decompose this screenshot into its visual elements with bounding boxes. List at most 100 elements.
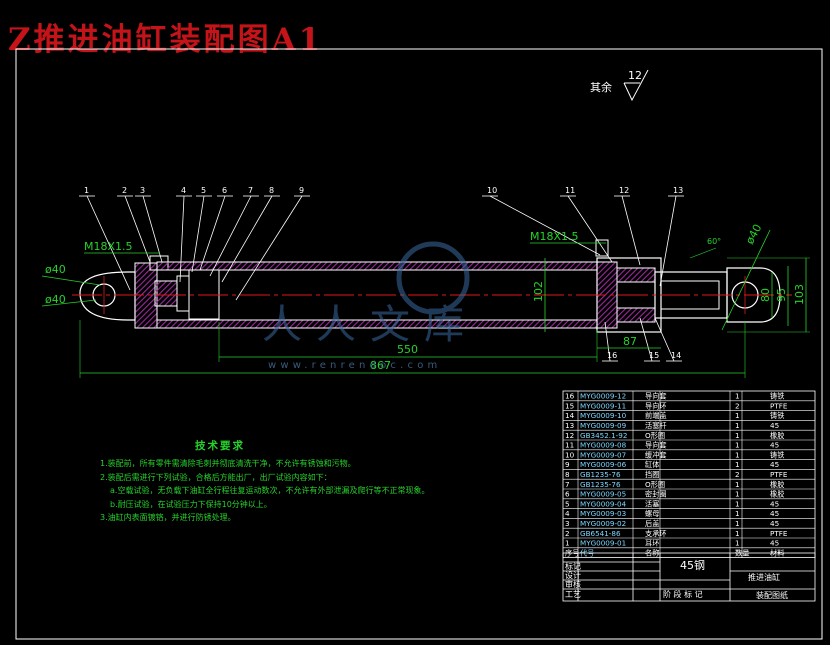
tb-drawing-name: 推进油缸 [748,572,780,582]
bom-cell: MYG0009-08 [580,441,627,450]
bom-cell: 活塞杆 [645,421,667,430]
barrel-top-wall [156,261,598,271]
bom-cell: MYG0009-09 [580,421,627,430]
balloon-2: 2 [122,186,127,195]
tb-label-3: 工艺 [565,590,581,599]
bom-cell: 7 [565,480,570,489]
piston-head [154,280,178,307]
note-line-1: 1.装配前，所有零件需清除毛刺并彻底清洗干净，不允许有锈蚀和污物。 [100,459,356,469]
balloon-1: 1 [84,186,89,195]
dimensions: M18X1.5 ø40 ø40 550 867 87 102 M18X1.5 8… [41,222,810,378]
title-block-text: 标记 设计 审核 工艺 45钢 推进油缸 阶 段 标 记 装配图纸 [565,559,788,600]
bom-cell: MYG0009-10 [580,411,627,420]
watermark-logo: 人人文库 [262,241,470,348]
bom-cell: MYG0009-02 [580,519,626,528]
bom-cell: 11 [565,441,574,450]
dim-103: 103 [793,284,806,305]
bom-cell: PTFE [770,529,788,538]
dim-80: 80 [759,288,772,302]
bom-cell: 45 [770,539,779,548]
note-line-4: b.耐压试验，在试验压力下保持10分钟以上。 [110,499,272,509]
bom-cell: 后盖 [645,519,659,528]
dim-550: 550 [397,343,418,356]
balloon-5: 5 [201,186,206,195]
bom-cell: MYG0009-03 [580,509,626,518]
balloon-7: 7 [248,186,253,195]
bom-cell: 铸铁 [770,392,784,401]
bom-cell: 1 [735,411,740,420]
bom-cell: GB1235-76 [580,470,621,479]
bom-cell: 1 [735,539,740,548]
bom-cell: 15 [565,401,574,410]
bom-cell: MYG0009-07 [580,450,626,459]
bom-cell: 1 [735,490,740,499]
bom-cell: 铸铁 [770,450,784,459]
bom-cell: 1 [735,441,740,450]
bom-cell: 45 [770,499,779,508]
cylinder-assembly [72,239,792,333]
roughness-value: 12 [628,69,642,82]
bom-cell: 1 [735,509,740,518]
bom-cell: 10 [565,450,575,459]
tb-label-0: 标记 [565,561,581,571]
bom-cell: 45 [770,421,779,430]
bom-cell: 14 [565,411,575,420]
bom-cell: MYG0009-12 [580,392,626,401]
bom-cell: 1 [735,519,740,528]
bom-cell: MYG0009-11 [580,401,626,410]
bom-cell: 3 [565,519,570,528]
roughness-symbol: 其余 12 [590,69,649,102]
front-port [595,239,609,257]
bom-cell: 导向套 [645,441,667,450]
bom-cell: 缸体 [645,460,659,469]
bom-cell: 1 [735,480,740,489]
bom-cell: 16 [565,392,575,401]
dim-867: 867 [370,359,391,372]
bom-cell: 1 [565,539,570,548]
tb-stage: 阶 段 标 记 [663,589,703,599]
technical-notes: 技术要求 1.装配前，所有零件需清除毛刺并彻底清洗干净，不允许有锈蚀和污物。 2… [100,440,429,524]
tb-company: 装配图纸 [756,590,788,600]
bom-cell: MYG0009-06 [580,460,627,469]
bom-cell: 橡胶 [770,431,784,440]
tb-label-2: 审核 [565,579,581,589]
bom-cell: GB3452.1-92 [580,431,627,440]
bom-cell: 挡圈 [645,470,659,479]
bom-cell: 6 [565,490,570,499]
roughness-label: 其余 [590,80,612,94]
bom-cell: 缓冲套 [645,450,667,459]
piston-seal-area [176,275,190,312]
rear-eye-outline [79,271,136,321]
bom-cell: 橡胶 [770,480,784,489]
balloon-12: 12 [619,186,629,195]
bom-cell: 13 [565,421,574,430]
balloon-13: 13 [673,186,683,195]
bom-cell: 2 [565,529,570,538]
bom-cell: MYG0009-04 [580,499,627,508]
bom-cell: 密封圈 [645,490,667,499]
bom-cell: 1 [735,529,740,538]
dim-dia-right: ø40 [743,222,764,246]
bom-cell: 活塞 [645,499,659,508]
dim-thread-left: M18X1.5 [84,240,133,253]
bom-cell: 12 [565,431,574,440]
bom-cell: 5 [565,499,570,508]
bom-cell: 耳环 [645,539,659,548]
bom-cell: 45 [770,460,779,469]
bom-cell: 2 [735,401,740,410]
